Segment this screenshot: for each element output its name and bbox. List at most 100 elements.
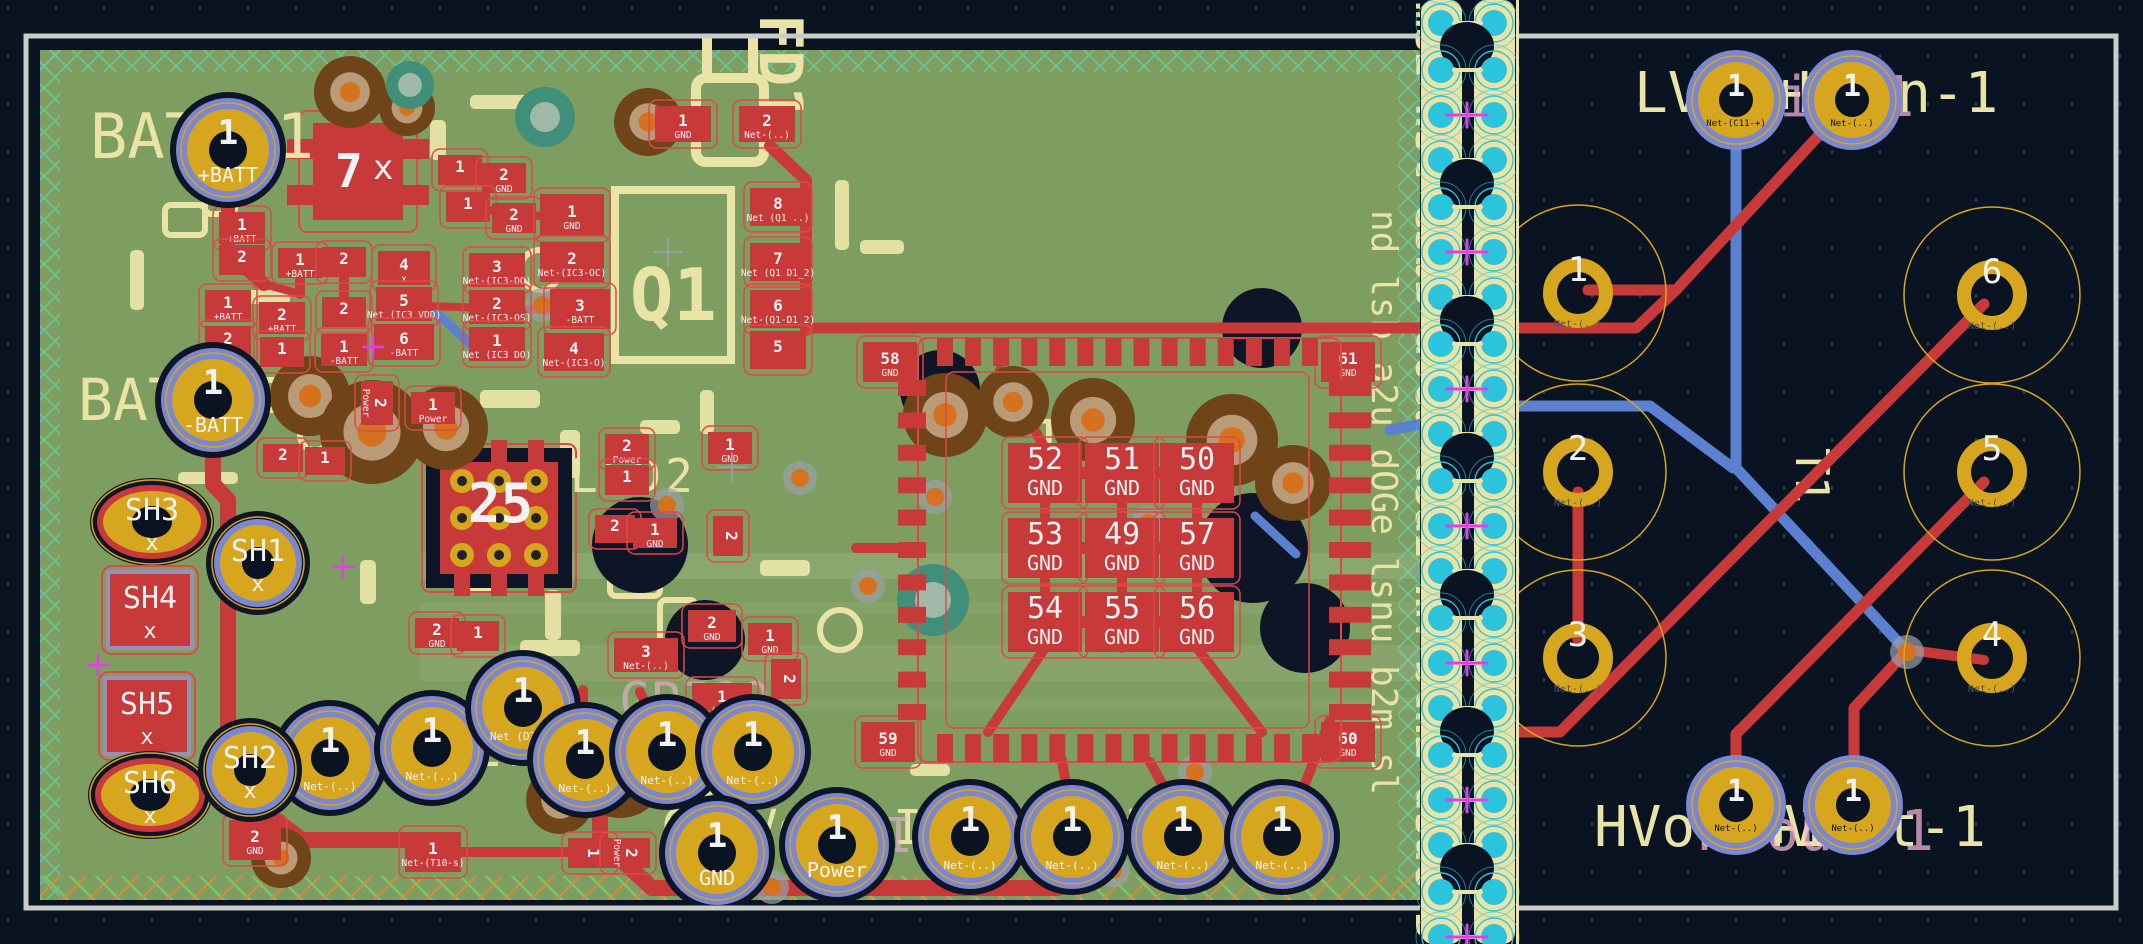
strip-drill-hole[interactable] xyxy=(1481,513,1507,539)
smd-pad[interactable] xyxy=(550,289,610,329)
strip-drill-hole[interactable] xyxy=(1428,605,1454,631)
smd-pad[interactable] xyxy=(655,106,711,142)
smd-pad[interactable] xyxy=(595,515,635,543)
pad-number[interactable]: 2 xyxy=(1568,429,1588,469)
via-hole[interactable] xyxy=(763,878,781,896)
qfn-pad[interactable] xyxy=(898,380,926,396)
qfn-pad[interactable] xyxy=(1077,734,1094,762)
via-hole[interactable] xyxy=(1186,763,1204,781)
smd-pad[interactable] xyxy=(374,324,434,360)
th-pad-annular[interactable] xyxy=(1957,437,2027,507)
pad-number[interactable]: 6 xyxy=(1982,252,2002,292)
qfn-pad[interactable] xyxy=(1189,338,1206,366)
pad-number[interactable]: 3 xyxy=(1568,615,1588,655)
strip-drill-hole[interactable] xyxy=(1481,695,1507,721)
copper-trace-top[interactable] xyxy=(205,438,438,848)
smd-pad[interactable] xyxy=(750,290,806,328)
strip-drill-hole[interactable] xyxy=(1428,331,1454,357)
smd-pad[interactable] xyxy=(438,155,482,185)
smd-pad[interactable] xyxy=(469,253,525,287)
pad-number[interactable]: 1 xyxy=(707,816,727,856)
smd-pad[interactable] xyxy=(469,327,525,361)
qfn-pad[interactable] xyxy=(1302,338,1318,366)
smd-pad[interactable] xyxy=(750,188,806,226)
strip-drill-hole[interactable] xyxy=(1481,924,1507,944)
smd-pad[interactable] xyxy=(688,610,736,642)
smd-pad[interactable] xyxy=(259,302,305,334)
component-pin[interactable] xyxy=(528,574,544,596)
qfn-pad[interactable] xyxy=(1302,734,1318,762)
qfn-pad[interactable] xyxy=(898,542,926,558)
pad-number[interactable]: 1 xyxy=(1272,800,1292,840)
smd-pad[interactable] xyxy=(1321,342,1375,382)
qfn-pad[interactable] xyxy=(898,509,926,526)
strip-drill-hole[interactable] xyxy=(1481,331,1507,357)
sh-pad-label[interactable]: SH2 xyxy=(223,741,277,776)
via-hole[interactable] xyxy=(859,577,877,595)
smd-pad[interactable] xyxy=(278,248,322,278)
strip-drill-hole[interactable] xyxy=(1481,239,1507,265)
smd-pad[interactable] xyxy=(544,333,604,371)
qfn-pad[interactable] xyxy=(993,338,1010,366)
smd-pad[interactable] xyxy=(361,381,393,425)
qfn-pad[interactable] xyxy=(1329,574,1371,591)
smd-pad[interactable] xyxy=(771,659,801,699)
thermal-pad-gnd[interactable] xyxy=(1085,592,1159,652)
smd-pad[interactable] xyxy=(405,832,461,872)
smd-pad[interactable] xyxy=(540,242,604,282)
component-pin[interactable] xyxy=(528,440,544,462)
qfn-pad[interactable] xyxy=(1077,338,1094,366)
pad-number[interactable]: 1 xyxy=(657,715,677,755)
strip-drill-hole[interactable] xyxy=(1481,832,1507,858)
qfn-pad[interactable] xyxy=(1329,444,1371,461)
pad-number[interactable]: 1 xyxy=(218,113,238,153)
smd-pad[interactable] xyxy=(748,623,792,655)
component-pin[interactable] xyxy=(287,185,315,205)
qfn-pad[interactable] xyxy=(1161,734,1178,762)
sh-pad-label[interactable]: SH1 xyxy=(231,534,285,569)
thermal-pad-gnd[interactable] xyxy=(1008,592,1082,652)
qfn-pad[interactable] xyxy=(1161,338,1178,366)
copper-trace-top[interactable] xyxy=(800,100,1852,334)
pad-number[interactable]: 1 xyxy=(960,800,980,840)
strip-drill-hole[interactable] xyxy=(1481,10,1507,36)
smd-pad[interactable] xyxy=(376,287,432,321)
strip-drill-hole[interactable] xyxy=(1481,421,1507,447)
qfn-pad[interactable] xyxy=(898,574,926,591)
smd-pad[interactable] xyxy=(457,621,499,651)
strip-drill-hole[interactable] xyxy=(1481,284,1507,310)
component-body-d7[interactable] xyxy=(313,123,403,220)
pad-number[interactable]: 1 xyxy=(827,808,847,848)
qfn-pad[interactable] xyxy=(1329,380,1371,396)
sh-pad-label[interactable]: SH4 xyxy=(123,581,177,616)
strip-drill-hole[interactable] xyxy=(1481,57,1507,83)
qfn-pad[interactable] xyxy=(1329,412,1371,429)
qfn-pad[interactable] xyxy=(1049,734,1066,762)
strip-drill-hole[interactable] xyxy=(1481,376,1507,402)
strip-drill-hole[interactable] xyxy=(1481,468,1507,494)
pad-number[interactable]: 4 xyxy=(1982,615,2002,655)
qfn-pad[interactable] xyxy=(1329,639,1371,656)
smd-pad[interactable] xyxy=(1321,722,1375,762)
sh-pad-label[interactable]: SH3 xyxy=(125,493,179,528)
smd-pad[interactable] xyxy=(469,290,525,324)
smd-pad[interactable] xyxy=(260,337,304,367)
via-hole[interactable] xyxy=(791,469,809,487)
smd-pad[interactable] xyxy=(229,820,281,860)
qfn-pad[interactable] xyxy=(1329,477,1371,494)
smd-pad[interactable] xyxy=(492,203,536,233)
thermal-pad-gnd[interactable] xyxy=(1008,443,1082,503)
qfn-pad[interactable] xyxy=(1189,734,1206,762)
qfn-pad[interactable] xyxy=(1329,509,1371,526)
pad-number[interactable]: 1 xyxy=(203,363,223,403)
pad-number[interactable]: 1 xyxy=(1727,69,1745,104)
strip-drill-hole[interactable] xyxy=(1481,650,1507,676)
strip-drill-hole[interactable] xyxy=(1481,194,1507,220)
component-outline-q1[interactable] xyxy=(611,186,735,364)
qfn-pad[interactable] xyxy=(1217,734,1234,762)
component-pin[interactable] xyxy=(401,185,429,205)
thermal-pad-gnd[interactable] xyxy=(1008,518,1082,578)
strip-drill-hole[interactable] xyxy=(1428,787,1454,813)
qfn-pad[interactable] xyxy=(1273,734,1290,762)
via-hole[interactable] xyxy=(926,488,944,506)
